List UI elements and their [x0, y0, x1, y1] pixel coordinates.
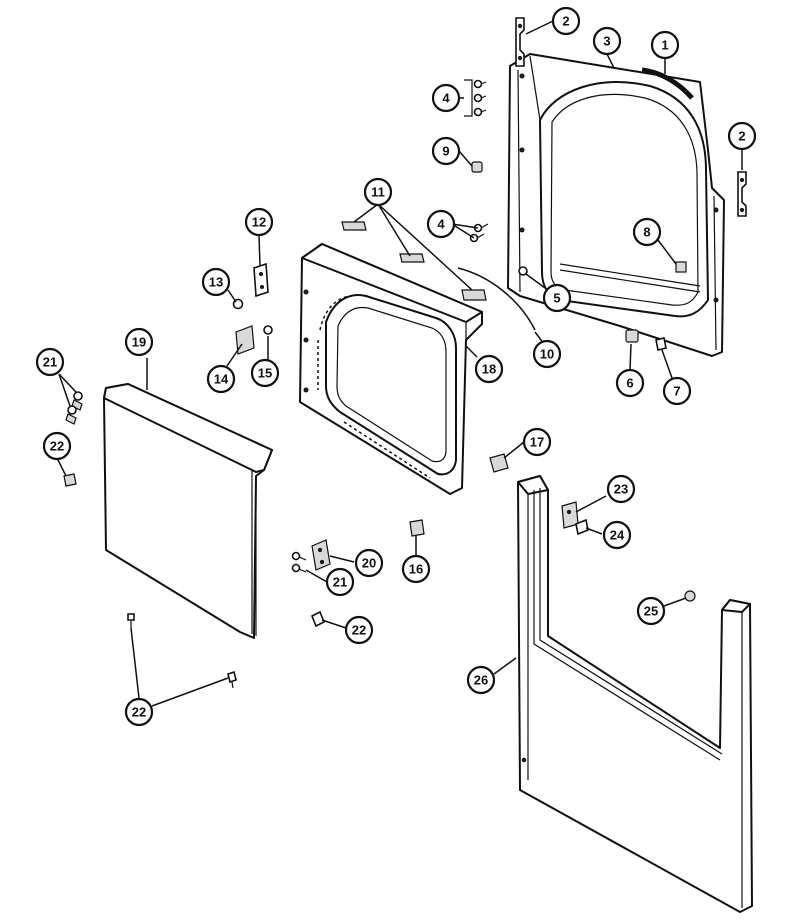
callout: 6	[615, 368, 645, 398]
part-screw-24	[575, 518, 589, 536]
callout: 4	[431, 83, 461, 113]
part-block-8	[675, 261, 687, 273]
callout: 24	[602, 520, 632, 550]
part-bracket-12	[253, 262, 269, 298]
callout-label: 23	[614, 482, 628, 497]
part-clip-16	[409, 519, 425, 537]
part-hinge-20	[311, 539, 331, 571]
callout: 21	[325, 567, 355, 597]
part-clip-7	[655, 337, 667, 351]
leader-lines	[56, 20, 743, 707]
callout: 8	[632, 217, 662, 247]
part-screws-group	[464, 79, 487, 117]
part-screw-5	[518, 266, 528, 276]
callout-label: 22	[352, 623, 366, 638]
callout: 22	[344, 615, 374, 645]
callout-label: 17	[530, 435, 544, 450]
callout-label: 11	[371, 185, 385, 200]
callout: 7	[662, 376, 692, 406]
callout: 2	[551, 6, 581, 36]
callout: 3	[592, 26, 622, 56]
part-screw-22-mid	[310, 610, 326, 628]
callout-label: 5	[553, 291, 560, 306]
part-rear-panel	[507, 53, 725, 357]
callout-label: 22	[132, 705, 146, 720]
callout: 10	[532, 339, 562, 369]
part-screws-22-bottom	[127, 613, 237, 689]
callout: 4	[426, 209, 456, 239]
part-bracket-upper	[515, 17, 525, 67]
callout: 15	[250, 358, 280, 388]
callout-label: 2	[562, 14, 569, 29]
part-door-panel	[103, 383, 273, 639]
callout-label: 6	[626, 376, 633, 391]
callout-label: 25	[644, 604, 658, 619]
callout-label: 21	[333, 575, 347, 590]
callout-label: 20	[362, 556, 376, 571]
callout-label: 4	[437, 217, 445, 232]
part-door-frame	[299, 243, 483, 495]
part-screw-22-left	[63, 473, 77, 487]
callout-label: 10	[540, 347, 554, 362]
part-lower-front-panel	[517, 475, 753, 913]
callout: 18	[474, 354, 504, 384]
part-latch-6	[625, 329, 639, 343]
callout: 25	[636, 596, 666, 626]
callout-label: 14	[214, 372, 229, 387]
callout: 2	[727, 121, 757, 151]
callout: 26	[466, 665, 496, 695]
callout: 19	[124, 327, 154, 357]
callout-label: 22	[50, 439, 64, 454]
part-screws-21-lower	[291, 551, 307, 573]
callout-label: 13	[209, 275, 223, 290]
callout-label: 1	[661, 38, 668, 53]
callout: 14	[206, 364, 236, 394]
part-pads	[341, 221, 487, 301]
callout: 20	[354, 548, 384, 578]
part-clip-9	[471, 161, 483, 173]
callout: 1	[650, 30, 680, 60]
callout-label: 18	[482, 362, 496, 377]
callout-label: 24	[610, 528, 625, 543]
callout: 16	[401, 554, 431, 584]
callout-label: 19	[132, 335, 146, 350]
callout-label: 12	[252, 215, 266, 230]
callout: 22	[124, 697, 154, 727]
callout: 5	[542, 283, 572, 313]
callout: 11	[363, 177, 393, 207]
callout-label: 9	[442, 144, 449, 159]
callout: 13	[201, 267, 231, 297]
callout-label: 16	[409, 562, 423, 577]
part-screw-25	[684, 590, 696, 602]
callout: 12	[244, 207, 274, 237]
callout: 17	[522, 427, 552, 457]
callout-label: 7	[673, 384, 680, 399]
callout-label: 26	[474, 673, 488, 688]
part-clip-17	[489, 453, 509, 473]
part-screws-21-left	[65, 391, 83, 425]
callout-label: 8	[643, 225, 650, 240]
callout: 23	[606, 474, 636, 504]
callout-label: 4	[442, 91, 450, 106]
callout-label: 15	[258, 366, 272, 381]
callout-label: 2	[738, 129, 745, 144]
callout: 9	[431, 136, 461, 166]
callout: 22	[42, 431, 72, 461]
part-screw-15	[263, 325, 273, 335]
callout: 21	[35, 347, 65, 377]
part-wire-10	[457, 267, 536, 331]
part-bracket-right	[737, 171, 747, 217]
callout-label: 21	[43, 355, 57, 370]
part-seal-strip	[641, 67, 694, 100]
callout-label: 3	[603, 34, 610, 49]
